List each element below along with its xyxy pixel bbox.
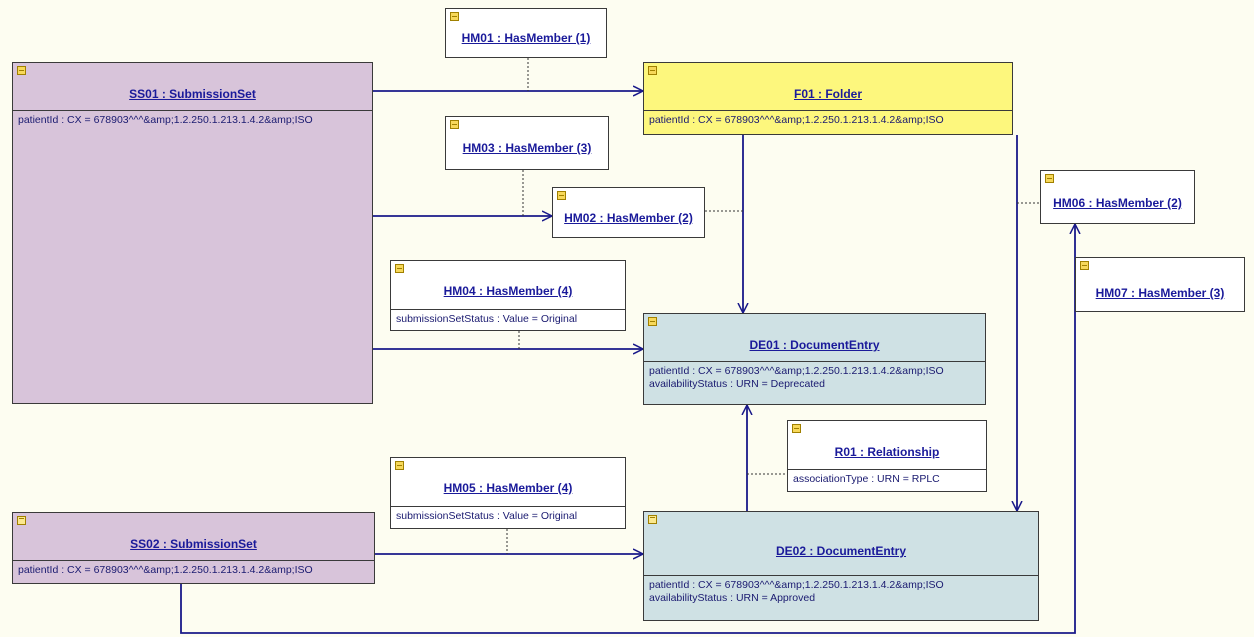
de02-attrs: patientId : CX = 678903^^^&amp;1.2.250.1…: [644, 575, 1038, 608]
hm05-title: HM05 : HasMember (4): [443, 481, 573, 495]
hm04-title: HM04 : HasMember (4): [443, 284, 573, 298]
f01-title: F01 : Folder: [793, 87, 862, 101]
hm06-object[interactable]: HM06 : HasMember (2): [1040, 170, 1195, 224]
de02-title: DE02 : DocumentEntry: [775, 544, 907, 558]
object-icon: [648, 66, 657, 75]
object-icon: [1045, 174, 1054, 183]
object-icon: [792, 424, 801, 433]
ss02-attr-patientid: patientId : CX = 678903^^^&amp;1.2.250.1…: [18, 564, 313, 576]
de01-object[interactable]: DE01 : DocumentEntry patientId : CX = 67…: [643, 313, 986, 405]
de01-attr-patientid: patientId : CX = 678903^^^&amp;1.2.250.1…: [649, 365, 944, 377]
object-icon: [17, 66, 26, 75]
hm04-attrs: submissionSetStatus : Value = Original: [391, 309, 625, 329]
hm03-title: HM03 : HasMember (3): [462, 141, 592, 155]
ss02-attrs: patientId : CX = 678903^^^&amp;1.2.250.1…: [13, 560, 374, 580]
hm05-object[interactable]: HM05 : HasMember (4) submissionSetStatus…: [390, 457, 626, 529]
object-icon: [17, 516, 26, 525]
r01-object[interactable]: R01 : Relationship associationType : URN…: [787, 420, 987, 492]
object-icon: [450, 12, 459, 21]
hm03-object[interactable]: HM03 : HasMember (3): [445, 116, 609, 170]
de01-attr-status: availabilityStatus : URN = Deprecated: [649, 378, 825, 390]
hm01-object[interactable]: HM01 : HasMember (1): [445, 8, 607, 58]
object-icon: [648, 317, 657, 326]
ss01-attrs: patientId : CX = 678903^^^&amp;1.2.250.1…: [13, 110, 372, 130]
hm05-attr-status: submissionSetStatus : Value = Original: [396, 510, 578, 522]
object-icon: [450, 120, 459, 129]
ss02-object[interactable]: SS02 : SubmissionSet patientId : CX = 67…: [12, 512, 375, 584]
de01-attrs: patientId : CX = 678903^^^&amp;1.2.250.1…: [644, 361, 985, 394]
object-icon: [395, 264, 404, 273]
object-icon: [648, 515, 657, 524]
r01-attrs: associationType : URN = RPLC: [788, 469, 986, 489]
hm04-attr-status: submissionSetStatus : Value = Original: [396, 313, 578, 325]
de02-attr-status: availabilityStatus : URN = Approved: [649, 592, 816, 604]
f01-attr-patientid: patientId : CX = 678903^^^&amp;1.2.250.1…: [649, 114, 944, 126]
hm02-object[interactable]: HM02 : HasMember (2): [552, 187, 705, 238]
r01-attr-type: associationType : URN = RPLC: [793, 473, 940, 485]
hm04-object[interactable]: HM04 : HasMember (4) submissionSetStatus…: [390, 260, 626, 331]
hm07-object[interactable]: HM07 : HasMember (3): [1075, 257, 1245, 312]
ss01-title: SS01 : SubmissionSet: [129, 87, 256, 101]
de02-attr-patientid: patientId : CX = 678903^^^&amp;1.2.250.1…: [649, 579, 944, 591]
ss01-attr-patientid: patientId : CX = 678903^^^&amp;1.2.250.1…: [18, 114, 313, 126]
de01-title: DE01 : DocumentEntry: [749, 338, 880, 352]
ss01-object[interactable]: SS01 : SubmissionSet patientId : CX = 67…: [12, 62, 373, 404]
hm02-title: HM02 : HasMember (2): [564, 211, 693, 225]
de02-object[interactable]: DE02 : DocumentEntry patientId : CX = 67…: [643, 511, 1039, 621]
hm01-title: HM01 : HasMember (1): [461, 31, 591, 45]
f01-object[interactable]: F01 : Folder patientId : CX = 678903^^^&…: [643, 62, 1013, 135]
hm06-title: HM06 : HasMember (2): [1053, 196, 1182, 210]
hm07-title: HM07 : HasMember (3): [1095, 286, 1225, 300]
object-icon: [1080, 261, 1089, 270]
r01-title: R01 : Relationship: [834, 445, 940, 459]
object-icon: [557, 191, 566, 200]
object-icon: [395, 461, 404, 470]
hm05-attrs: submissionSetStatus : Value = Original: [391, 506, 625, 526]
f01-attrs: patientId : CX = 678903^^^&amp;1.2.250.1…: [644, 110, 1012, 130]
connector-ss02-hm06: [180, 224, 1075, 634]
ss02-title: SS02 : SubmissionSet: [130, 537, 257, 551]
